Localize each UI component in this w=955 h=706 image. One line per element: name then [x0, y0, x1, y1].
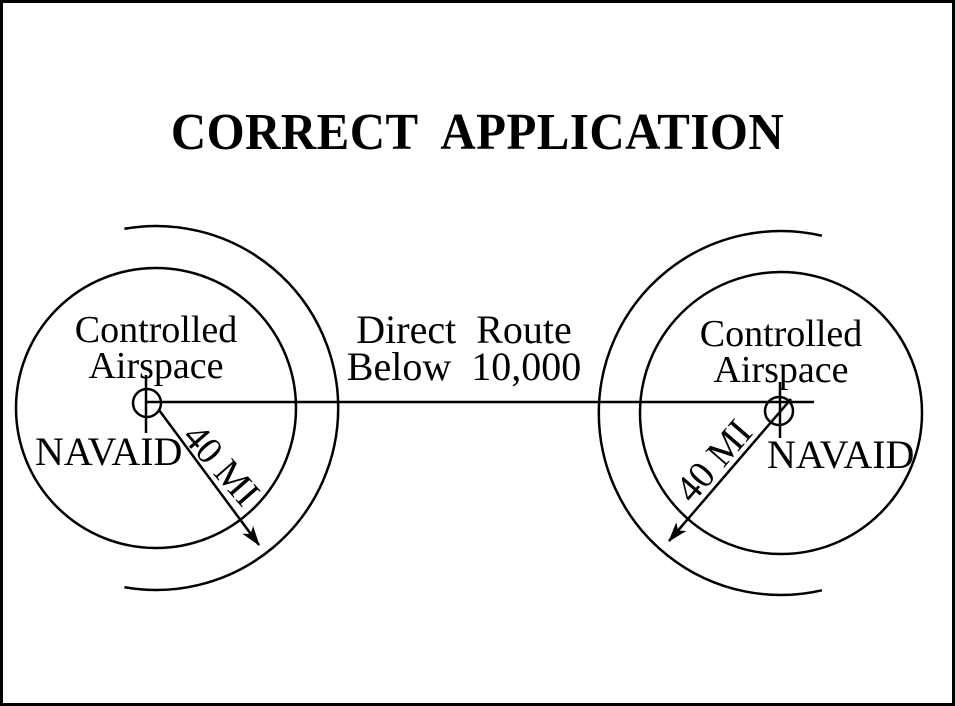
left-navaid-label: NAVAID: [35, 429, 182, 474]
left-range-arrow: [157, 409, 261, 546]
left-range-arc: [124, 224, 340, 592]
right-navaid-label: NAVAID: [767, 432, 914, 477]
left-range-label: 40 MI: [174, 416, 267, 514]
right-airspace-label-line2: Airspace: [713, 349, 848, 391]
left-airspace-circle: [14, 266, 298, 550]
left-airspace-label-line2: Airspace: [88, 345, 223, 387]
right-airspace-circle: [638, 270, 924, 556]
right-airspace-label-line1: Controlled: [700, 313, 863, 355]
right-range-arc: [597, 229, 823, 597]
direct-route-label-line2: Below 10,000: [347, 344, 581, 389]
left-navaid-group: Controlled Airspace NAVAID 40 MI: [14, 224, 340, 592]
right-navaid-symbol-icon: [763, 395, 795, 427]
direct-route-label-line1: Direct Route: [356, 307, 572, 352]
left-airspace-label-line1: Controlled: [75, 309, 238, 351]
right-range-label: 40 MI: [667, 412, 760, 510]
figure-title: CORRECT APPLICATION: [170, 104, 785, 161]
right-navaid-group: Controlled Airspace NAVAID 40 MI: [597, 229, 924, 597]
direct-route-group: Direct Route Below 10,000: [147, 307, 814, 404]
right-range-arrow: [668, 398, 792, 542]
